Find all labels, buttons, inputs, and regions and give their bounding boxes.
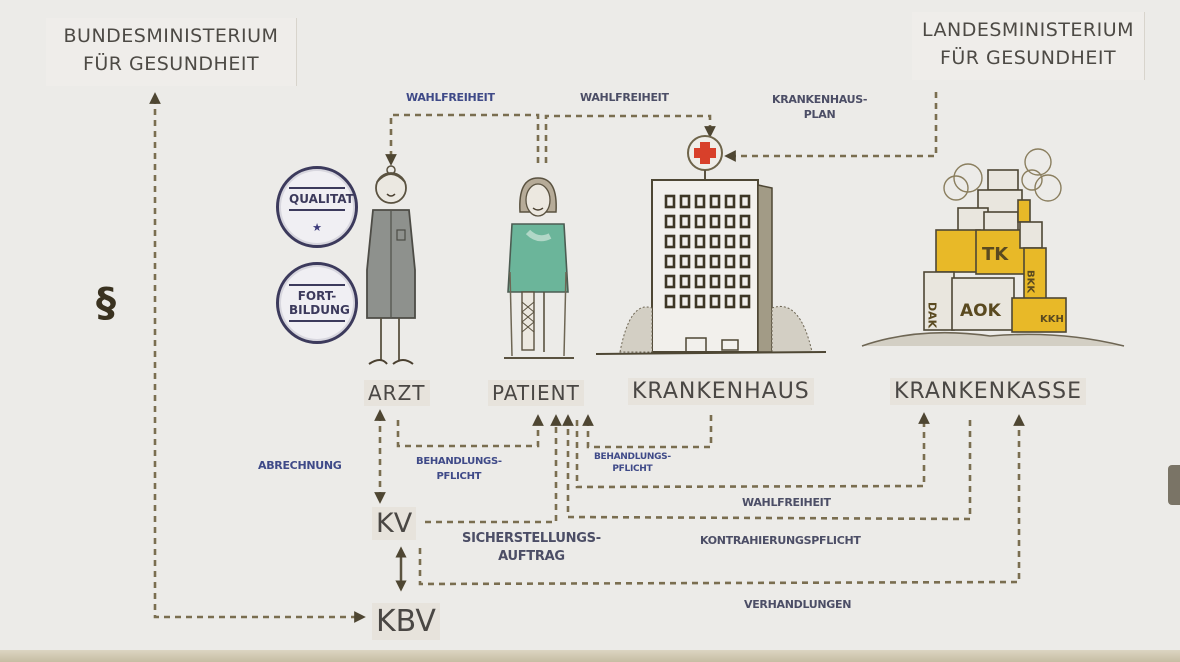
training-stamp-line2: BILDUNG	[289, 303, 350, 317]
note-text: BEHANDLUNGS-	[416, 456, 502, 467]
patient-label: PATIENT	[488, 380, 584, 406]
state-ministry-box: LANDESMINISTERIUM FÜR GESUNDHEIT	[912, 12, 1145, 80]
arzt-label: ARZT	[364, 380, 430, 406]
patient-illustration	[504, 177, 574, 359]
state-ministry-line2: FÜR GESUNDHEIT	[939, 47, 1117, 69]
training-stamp: FORT- BILDUNG	[276, 262, 358, 344]
note-text: WAHLFREIHEIT	[742, 496, 831, 509]
note-krankenhausplan: KRANKENHAUS- PLAN	[772, 92, 867, 122]
note-text: VERHANDLUNGEN	[744, 598, 852, 611]
note-text: SICHERSTELLUNGS-	[462, 531, 601, 546]
note-behandlungspflicht-arzt: BEHANDLUNGS- PFLICHT	[416, 454, 502, 484]
note-text: PFLICHT	[436, 471, 482, 482]
note-text: KONTRAHIERUNGSPFLICHT	[700, 534, 861, 547]
note-text: PFLICHT	[612, 464, 653, 474]
insurer-aok: AOK	[960, 301, 1002, 321]
note-text: AUFTRAG	[498, 549, 565, 564]
bottom-frame-edge	[0, 650, 1180, 662]
note-text: PLAN	[803, 108, 836, 121]
insurer-kkh: KKH	[1040, 314, 1064, 325]
note-behandlungspflicht-krankenhaus: BEHANDLUNGS- PFLICHT	[594, 451, 671, 475]
note-text: ABRECHNUNG	[258, 459, 342, 472]
insurer-tk: TK	[982, 244, 1009, 265]
hospital-illustration	[595, 135, 827, 355]
kbv-label: KBV	[372, 603, 440, 640]
side-panel-tab[interactable]	[1168, 465, 1180, 505]
insurer-dak: DAK	[926, 302, 939, 329]
star-icon: ★	[312, 221, 322, 234]
federal-ministry-box: BUNDESMINISTERIUM FÜR GESUNDHEIT	[46, 18, 297, 86]
health-insurers-illustration: TK DAK AOK BKK KKH	[861, 148, 1125, 347]
note-kontrahierungspflicht: KONTRAHIERUNGSPFLICHT	[700, 533, 861, 548]
note-wahlfreiheit-krankenhaus: WAHLFREIHEIT	[580, 90, 669, 105]
paragraph-icon: §	[96, 280, 117, 326]
note-abrechnung: ABRECHNUNG	[258, 458, 342, 473]
note-wahlfreiheit-krankenkasse: WAHLFREIHEIT	[742, 495, 831, 510]
red-cross-icon	[694, 142, 716, 164]
note-text: KRANKENHAUS-	[772, 93, 868, 106]
note-text: BEHANDLUNGS-	[594, 452, 671, 462]
insurer-bkk: BKK	[1025, 270, 1036, 294]
note-sicherstellungsauftrag: SICHERSTELLUNGS- AUFTRAG	[462, 530, 601, 566]
federal-ministry-line1: BUNDESMINISTERIUM	[63, 25, 279, 47]
federal-ministry-line2: FÜR GESUNDHEIT	[82, 53, 260, 75]
note-text: WAHLFREIHEIT	[580, 91, 669, 104]
quality-stamp-label: QUALITAT	[289, 192, 354, 206]
training-stamp-line1: FORT-	[297, 289, 337, 303]
note-wahlfreiheit-arzt: WAHLFREIHEIT	[406, 90, 495, 105]
state-ministry-line1: LANDESMINISTERIUM	[921, 19, 1135, 41]
krankenkasse-label: KRANKENKASSE	[890, 378, 1087, 405]
note-text: WAHLFREIHEIT	[406, 91, 495, 104]
krankenhaus-label: KRANKENHAUS	[628, 378, 814, 405]
quality-stamp: QUALITAT ★	[276, 166, 358, 248]
kv-label: KV	[372, 507, 417, 540]
doctor-illustration	[366, 165, 416, 365]
note-verhandlungen: VERHANDLUNGEN	[744, 597, 851, 612]
